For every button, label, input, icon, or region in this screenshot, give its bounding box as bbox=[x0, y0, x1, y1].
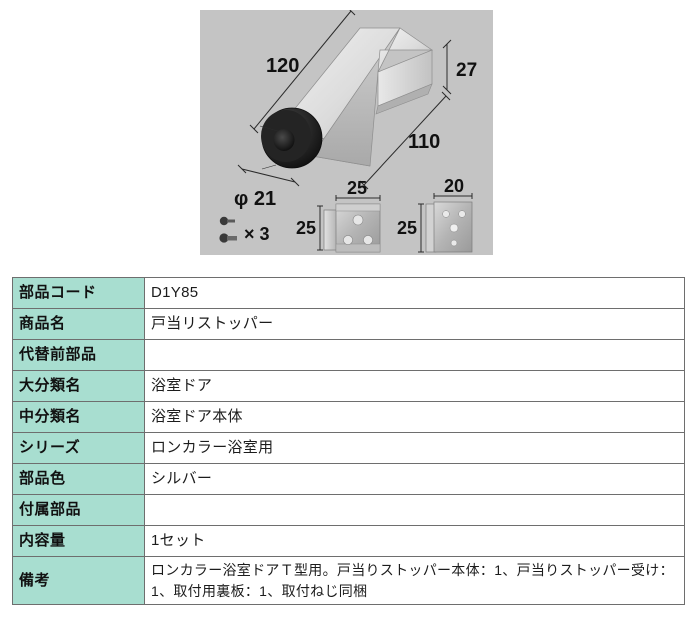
spec-value-previous-part bbox=[144, 339, 685, 371]
spec-value-part-color: シルバー bbox=[144, 463, 685, 495]
screw-icons bbox=[219, 216, 237, 243]
dimension-label-bracket-a-height: 25 bbox=[296, 218, 316, 238]
door-stopper-body-illustration bbox=[261, 27, 434, 169]
spec-label-remarks: 備考 bbox=[12, 556, 145, 605]
spec-value-middle-category: 浴室ドア本体 bbox=[144, 401, 685, 433]
table-row: 代替前部品 bbox=[12, 339, 685, 371]
table-row: 部品色 シルバー bbox=[12, 463, 685, 495]
table-row: 商品名 戸当リストッパー bbox=[12, 308, 685, 340]
dimension-label-27: 27 bbox=[456, 60, 477, 81]
screw-quantity-label: × 3 bbox=[244, 224, 270, 244]
spec-label-part-code: 部品コード bbox=[12, 277, 145, 309]
spec-label-middle-category: 中分類名 bbox=[12, 401, 145, 433]
spec-value-major-category: 浴室ドア bbox=[144, 370, 685, 402]
spec-value-quantity: 1セット bbox=[144, 525, 685, 557]
spec-value-included-parts bbox=[144, 494, 685, 526]
spec-value-remarks: ロンカラー浴室ドアＴ型用。戸当りストッパー本体：1、戸当りストッパー受け：1、取… bbox=[144, 556, 685, 605]
table-row: 中分類名 浴室ドア本体 bbox=[12, 401, 685, 433]
product-spec-table: 部品コード D1Y85 商品名 戸当リストッパー 代替前部品 大分類名 浴室ドア… bbox=[12, 277, 685, 605]
dimension-label-bracket-a-width: 25 bbox=[347, 178, 367, 198]
spec-label-part-color: 部品色 bbox=[12, 463, 145, 495]
bracket-receiver-part bbox=[323, 203, 381, 253]
spec-value-series: ロンカラー浴室用 bbox=[144, 432, 685, 464]
spec-label-series: シリーズ bbox=[12, 432, 145, 464]
spec-label-previous-part: 代替前部品 bbox=[12, 339, 145, 371]
spec-label-included-parts: 付属部品 bbox=[12, 494, 145, 526]
spec-value-product-name: 戸当リストッパー bbox=[144, 308, 685, 340]
dimension-label-bracket-b-width: 20 bbox=[444, 176, 464, 196]
dimension-lines bbox=[237, 10, 452, 190]
table-row: 部品コード D1Y85 bbox=[12, 277, 685, 309]
table-row: 備考 ロンカラー浴室ドアＴ型用。戸当りストッパー本体：1、戸当りストッパー受け：… bbox=[12, 556, 685, 605]
table-row: 大分類名 浴室ドア bbox=[12, 370, 685, 402]
spec-label-product-name: 商品名 bbox=[12, 308, 145, 340]
dimension-label-110: 110 bbox=[408, 131, 440, 153]
table-row: 内容量 1セット bbox=[12, 525, 685, 557]
spec-label-quantity: 内容量 bbox=[12, 525, 145, 557]
table-row: シリーズ ロンカラー浴室用 bbox=[12, 432, 685, 464]
backing-plate-part bbox=[425, 201, 473, 253]
spec-value-part-code: D1Y85 bbox=[144, 277, 685, 309]
product-dimension-diagram: 120 27 110 φ 21 × 3 25 25 bbox=[200, 10, 493, 255]
dimension-label-bracket-b-height: 25 bbox=[397, 218, 417, 238]
dimension-label-phi21: φ 21 bbox=[234, 188, 276, 210]
table-row: 付属部品 bbox=[12, 494, 685, 526]
dimension-label-120: 120 bbox=[266, 55, 299, 77]
spec-label-major-category: 大分類名 bbox=[12, 370, 145, 402]
